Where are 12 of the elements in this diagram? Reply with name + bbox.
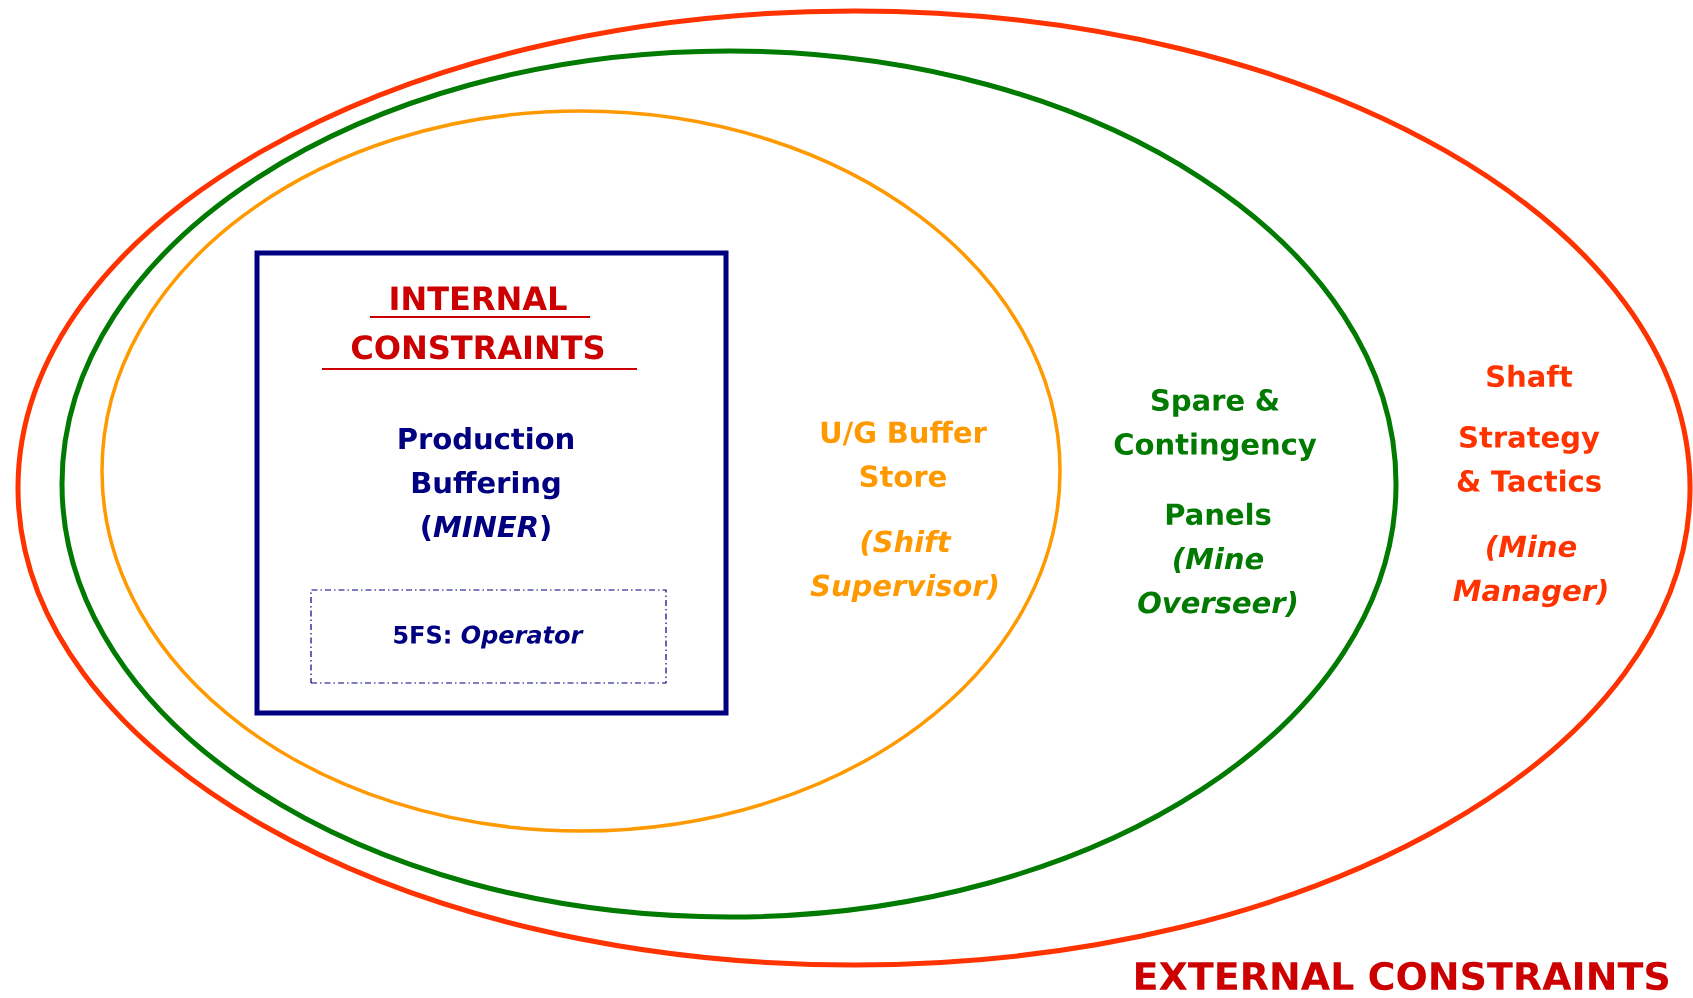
label: Strategy & Tactics [1457, 426, 1601, 492]
label: (Mine Manager) [1453, 534, 1607, 608]
label: Panels [1166, 502, 1271, 526]
label: (Shift Supervisor) [810, 529, 998, 603]
label: Shaft [1487, 364, 1573, 388]
label: EXTERNAL CONSTRAINTS [1136, 961, 1668, 991]
label: Spare & Contingency [1114, 389, 1317, 461]
label: U/G Buffer Store [821, 420, 987, 488]
heading: INTERNAL CONSTRAINTS [351, 286, 604, 360]
label: Production Buffering (MINER) [399, 427, 573, 541]
label: (Mine Overseer) [1138, 547, 1297, 617]
label: 5FS: Operator [394, 625, 584, 649]
